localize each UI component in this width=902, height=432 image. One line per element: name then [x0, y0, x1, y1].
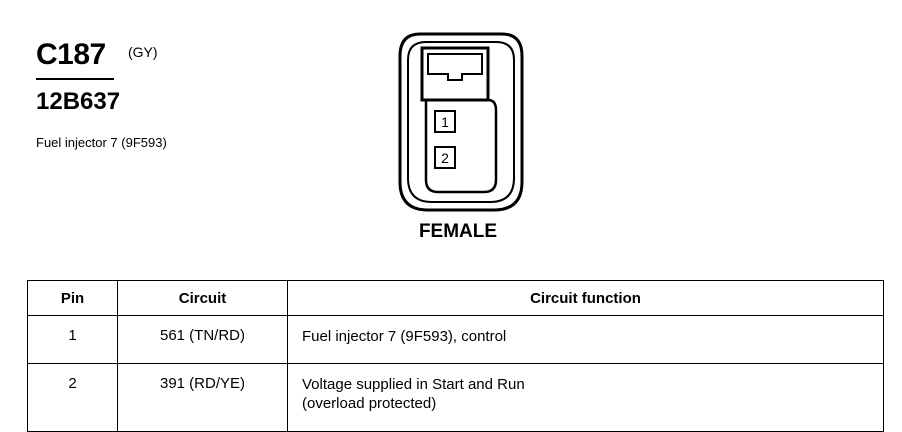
- header-pin: Pin: [27, 280, 118, 316]
- pin-cell: 1: [27, 315, 118, 364]
- circuit-function-cell: Voltage supplied in Start and Run (overl…: [287, 363, 884, 432]
- header-circuit-function: Circuit function: [287, 280, 884, 316]
- part-number: 12B637: [36, 88, 121, 115]
- circuit-cell: 391 (RD/YE): [117, 363, 288, 432]
- connector-face-drawing: 1 2: [398, 32, 524, 212]
- circuit-function-line: Voltage supplied in Start and Run: [302, 376, 525, 393]
- cavity-1-label: 1: [441, 114, 449, 130]
- connector-gender-label: FEMALE: [418, 221, 498, 242]
- cavity-1-box: [434, 110, 456, 133]
- cavity-2-label: 2: [441, 150, 449, 166]
- connector-description: Fuel injector 7 (9F593): [36, 135, 167, 150]
- table-row: 2 391 (RD/YE) Voltage supplied in Start …: [27, 363, 884, 432]
- table-header-row: Pin Circuit Circuit function: [27, 280, 884, 316]
- connector-id: C187: [36, 38, 106, 71]
- pin-cell: 2: [27, 363, 118, 432]
- cavity-2-box: [434, 146, 456, 169]
- table-row: 1 561 (TN/RD) Fuel injector 7 (9F593), c…: [27, 315, 884, 364]
- connector-housing-outer: [398, 32, 524, 212]
- connector-housing-inner: [407, 41, 515, 203]
- circuit-function-line: Fuel injector 7 (9F593), control: [302, 328, 507, 345]
- header-circuit: Circuit: [117, 280, 288, 316]
- circuit-function-line: (overload protected): [302, 395, 437, 412]
- pin-table: Pin Circuit Circuit function 1 561 (TN/R…: [27, 280, 884, 432]
- locking-tab-slot: [427, 53, 483, 81]
- connector-id-underline: [36, 78, 114, 80]
- connector-color: (GY): [128, 44, 158, 60]
- circuit-cell: 561 (TN/RD): [117, 315, 288, 364]
- terminal-body: [424, 98, 498, 194]
- circuit-function-cell: Fuel injector 7 (9F593), control: [287, 315, 884, 364]
